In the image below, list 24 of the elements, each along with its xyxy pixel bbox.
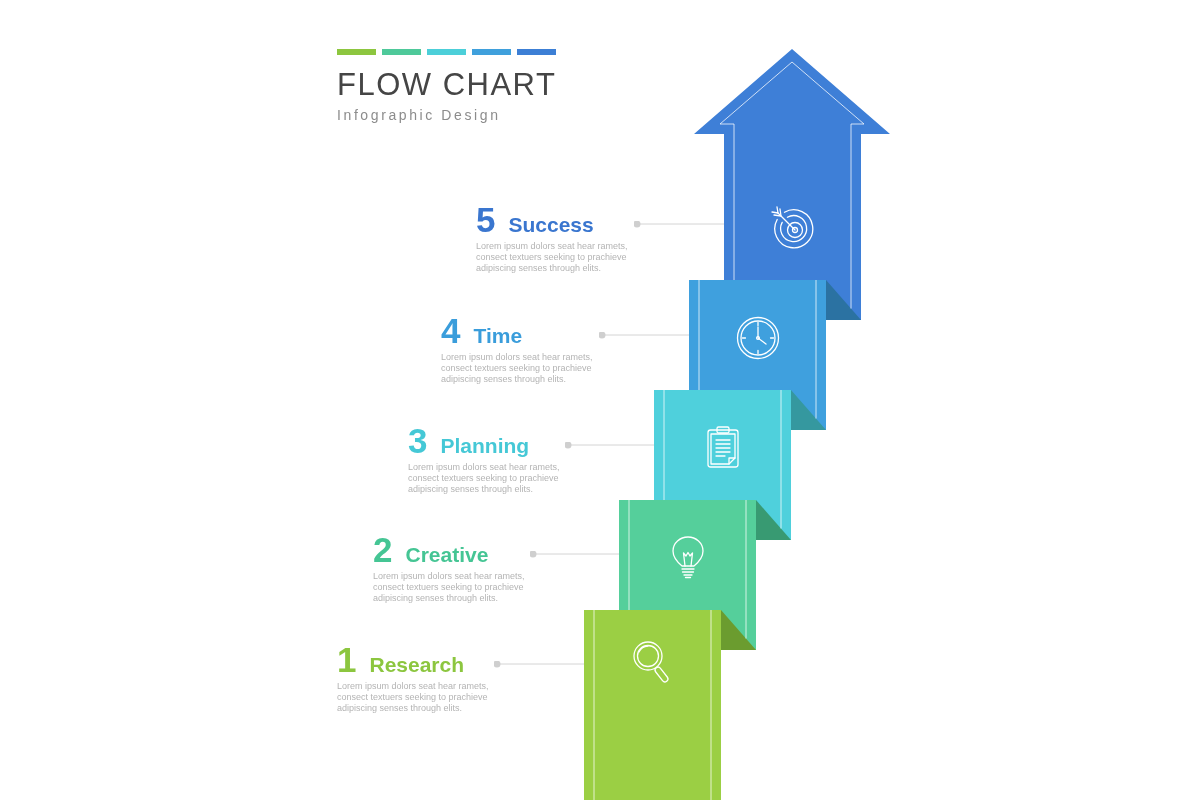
step-number: 5 bbox=[476, 202, 496, 237]
step-number: 3 bbox=[408, 423, 428, 458]
step-description: Lorem ipsum dolors seat hear ramets, consect textuers seeking to prachieve adipiscing senses through elits. bbox=[476, 241, 629, 274]
step-description: Lorem ipsum dolors seat hear ramets, consect textuers seeking to prachieve adipiscing senses through elits. bbox=[373, 571, 526, 604]
step-title: Research bbox=[369, 654, 465, 675]
step-number: 2 bbox=[373, 532, 393, 567]
leader-line bbox=[564, 441, 655, 449]
leader-line bbox=[598, 331, 690, 339]
step-block bbox=[584, 610, 721, 800]
leader-line bbox=[633, 220, 725, 228]
step-title: Creative bbox=[405, 544, 489, 565]
step-title: Success bbox=[508, 214, 594, 235]
step-description: Lorem ipsum dolors seat hear ramets, consect textuers seeking to prachieve adipiscing senses through elits. bbox=[441, 352, 594, 385]
step-description: Lorem ipsum dolors seat hear ramets, consect textuers seeking to prachieve adipiscing senses through elits. bbox=[408, 462, 561, 495]
subtitle: Infographic Design bbox=[337, 108, 501, 122]
step-number: 1 bbox=[337, 642, 357, 677]
leader-line bbox=[493, 660, 585, 668]
step-title: Planning bbox=[440, 435, 530, 456]
step-description: Lorem ipsum dolors seat hear ramets, consect textuers seeking to prachieve adipiscing senses through elits. bbox=[337, 681, 490, 714]
step-number: 4 bbox=[441, 313, 461, 348]
leader-line bbox=[529, 550, 620, 558]
step-title: Time bbox=[473, 325, 523, 346]
up-arrow-block bbox=[694, 49, 890, 320]
chart-title: FLOW CHART bbox=[337, 69, 557, 100]
